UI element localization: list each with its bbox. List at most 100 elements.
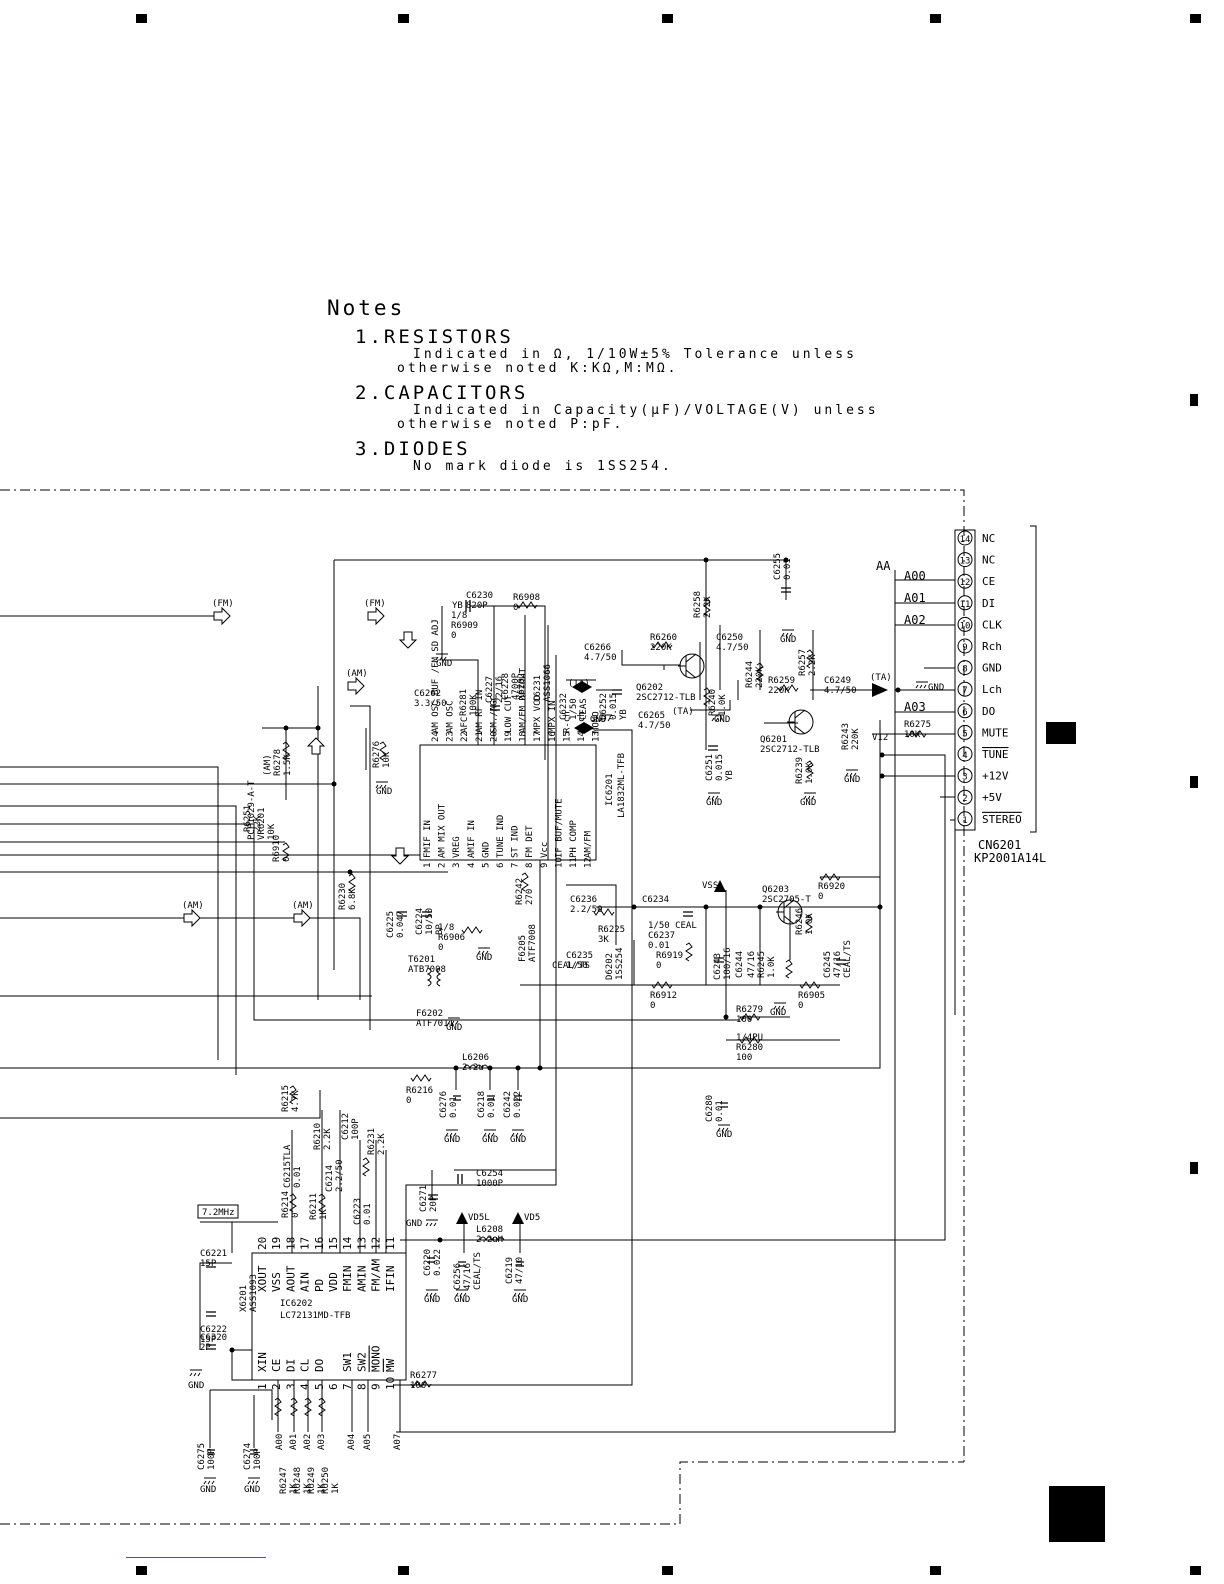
crystal-freq: 7.2MHz (202, 1208, 235, 1218)
connector-pin-11 (957, 595, 973, 611)
connector-pin-1 (957, 811, 973, 827)
part-ref: R6919 (656, 951, 683, 961)
connector-pin-number: 13 (960, 557, 971, 567)
part-value: 1.5K (283, 754, 293, 776)
connector-pin-name: CE (982, 575, 995, 588)
connector-pin-9 (957, 638, 973, 654)
part-ref: C6249 (824, 676, 851, 686)
gnd-label: GND (436, 659, 452, 669)
connector-pin-number: 9 (962, 643, 967, 653)
registration-mark (1190, 14, 1201, 23)
part-value: 6.8K (348, 888, 358, 910)
connector-pin-10 (957, 616, 973, 632)
ic6201-pin-number: 23 (446, 731, 456, 742)
part-value: 2SC2712-TLB (636, 693, 696, 703)
ic6201-pin-number: 15 (562, 731, 572, 742)
gnd-label: GND (706, 798, 722, 808)
gnd-label: GND (376, 787, 392, 797)
part-value: 0.047 (396, 911, 406, 938)
ic6201-pin-number: 1 (423, 863, 433, 868)
part-value: 1K (289, 1483, 299, 1494)
connector-pin-name: GND (982, 662, 1002, 675)
part-value: ATF7008 (528, 924, 538, 962)
part-ref: C6276 (439, 1091, 449, 1118)
ic6201-pin-number: 20 (489, 731, 499, 742)
part-ref: C6235 (566, 951, 593, 961)
part-ref: R6210 (313, 1123, 323, 1150)
ic6202-pin-number: 12 (370, 1237, 383, 1250)
part-value: 0 (406, 1096, 411, 1106)
part-ref: R6249 (307, 1467, 317, 1494)
connector-pin-13 (957, 552, 973, 568)
part-ref: C6251 (705, 754, 715, 781)
gnd-label: GND (244, 1485, 260, 1495)
ic6201-pin-name: MPX VCO (533, 695, 543, 733)
registration-mark (1190, 394, 1198, 406)
gnd-label: GND (714, 715, 730, 725)
ic6202-pin-number: 9 (370, 1383, 383, 1390)
notes-resistors-heading: 1.RESISTORS (355, 326, 514, 348)
ic6202-pin-name: CE (270, 1359, 283, 1372)
label-fm: (FM) (212, 599, 234, 609)
connector-pin-4 (957, 746, 973, 762)
part-value: 1000P (476, 1179, 504, 1189)
part-ref: R6279 (736, 1005, 763, 1015)
part-ref: C6218 (477, 1091, 487, 1118)
ic6201-pin-name: AM/FM (584, 830, 594, 858)
label-am: (AM) (292, 901, 314, 911)
part-ref: C6212 (341, 1113, 351, 1140)
part-value: 2.2/50 (570, 905, 603, 915)
connector-pin-name: Rch (982, 640, 1002, 653)
part-value: 0 (282, 857, 292, 862)
ic6202-pin-name: MW (384, 1358, 397, 1372)
ic6202-pin-number: 15 (327, 1237, 340, 1250)
part-value: 100P (207, 1448, 217, 1470)
registration-mark (662, 1566, 673, 1575)
connector-pin-name: TUNE (982, 748, 1009, 761)
ic6201-pin-number: 22 (460, 731, 470, 742)
net-a02: A02 (904, 613, 926, 627)
ic6201-pin-number: 5 (481, 863, 491, 868)
part-ref: R6906 (438, 933, 465, 943)
connector-body (954, 529, 976, 831)
connector-pin-number: 2 (962, 794, 967, 804)
connector-pin-number: 12 (960, 578, 971, 588)
part-ref: C6230 (466, 591, 493, 601)
part-ref: R6246 (795, 908, 805, 935)
ic6201-pin-number: 8 (525, 863, 535, 868)
part-ref: VR6201 (257, 807, 267, 840)
notes-diodes-line1: No mark diode is 1SS254. (413, 459, 673, 474)
ic6201-pin-number: 13 (592, 731, 602, 742)
part-ref: C6232 (559, 693, 569, 720)
part-value: 100K (469, 694, 479, 716)
part-value: ATF7011 (416, 1019, 454, 1029)
ic6201-ref: IC6201 (605, 773, 615, 806)
net-a03: A03 (904, 700, 926, 714)
ic6202-bottom-net: A00 (275, 1434, 285, 1450)
ic6201-pin-name: IF BUF/MUTE (554, 798, 564, 858)
part-value: 0.022 (513, 1091, 523, 1118)
part-value: 100/16 (723, 947, 733, 980)
part-ref: R6910 (272, 835, 282, 862)
part-ref: R6905 (798, 991, 825, 1001)
part-ref: Q6202 (636, 683, 663, 693)
ic6202-pin-number: 7 (341, 1383, 354, 1390)
part-ref: R6260 (650, 633, 677, 643)
ic6201-pin-name: R-ch (562, 711, 572, 733)
part-value: 2.2uH (476, 1235, 503, 1245)
part-value: 100 (410, 1381, 426, 1391)
ic6202-pin-name: DO (313, 1359, 326, 1372)
ic6202-ref: IC6202 (280, 1299, 313, 1309)
part-ref: C6225 (386, 911, 396, 938)
part-value: 100P (351, 1118, 361, 1140)
ic6201-pin-number: 2 (438, 863, 448, 868)
part-ref: C6320 (200, 1333, 227, 1343)
part-ref: C6262 (414, 689, 441, 699)
ic6202-pin-number: 8 (355, 1383, 368, 1390)
ic6201-pin-number: 17 (533, 731, 543, 742)
part-ref: C6255 (773, 553, 783, 580)
part-value: 4700P (511, 672, 521, 700)
ic6202-bottom-net: A01 (289, 1434, 299, 1450)
connector-pin-number: 5 (962, 729, 967, 739)
part-ref: C6227 (485, 676, 495, 703)
